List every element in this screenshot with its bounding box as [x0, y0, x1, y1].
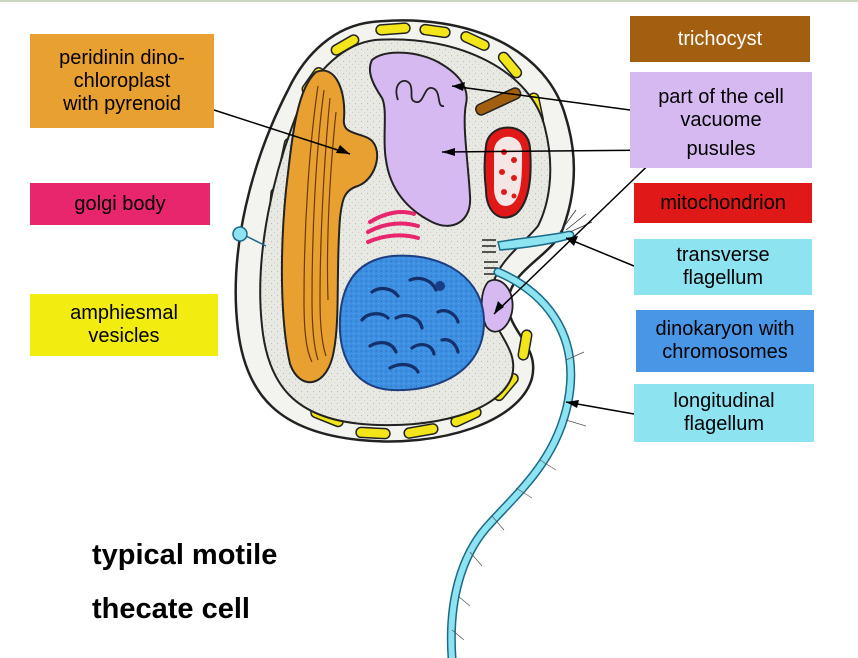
- figure-title: typical motile thecate cell: [92, 528, 352, 636]
- leader-lines: [213, 85, 665, 415]
- label-amphiesmal-vesicles: amphiesmal vesicles: [30, 294, 218, 356]
- label-trichocyst: trichocyst: [630, 16, 810, 62]
- top-rule: [0, 0, 858, 2]
- figure-title-line-1: typical motile: [92, 539, 278, 571]
- flagellar-basal-bodies: [482, 239, 498, 275]
- longitudinal-flagellum-inner: [448, 269, 574, 658]
- label-vacuome: part of the cell vacuome: [630, 72, 812, 134]
- chloroplast-shape: [280, 69, 378, 384]
- golgi-shape: [366, 210, 420, 244]
- longitudinal-flagellum-hairs: [451, 351, 587, 641]
- nucleolus: [435, 281, 445, 291]
- leader-arrowheads: [336, 82, 579, 408]
- label-longitudinal-flagellum: longitudinal flagellum: [634, 384, 814, 442]
- chromosomes: [360, 276, 460, 374]
- label-golgi-body: golgi body: [30, 183, 210, 225]
- pusule-canal: [395, 79, 445, 107]
- label-dinokaryon: dinokaryon with chromosomes: [636, 310, 814, 372]
- label-pusules: pusules: [630, 130, 812, 168]
- label-chloroplast: peridinin dino- chloroplast with pyrenoi…: [30, 34, 214, 128]
- mitochondrion-cristae: [499, 149, 517, 199]
- transverse-flagellum-shape: [497, 230, 575, 251]
- label-transverse-flagellum: transverse flagellum: [634, 239, 812, 295]
- figure-title-line-2: thecate cell: [92, 593, 250, 625]
- trichocyst-shape: [475, 87, 522, 116]
- label-mitochondrion: mitochondrion: [634, 183, 812, 223]
- nucleus-shape: [338, 254, 486, 392]
- chloroplast-thylakoids: [303, 85, 337, 363]
- external-knob: [232, 226, 267, 247]
- mitochondrion-inner: [494, 136, 522, 207]
- vacuome-shape: [368, 51, 472, 227]
